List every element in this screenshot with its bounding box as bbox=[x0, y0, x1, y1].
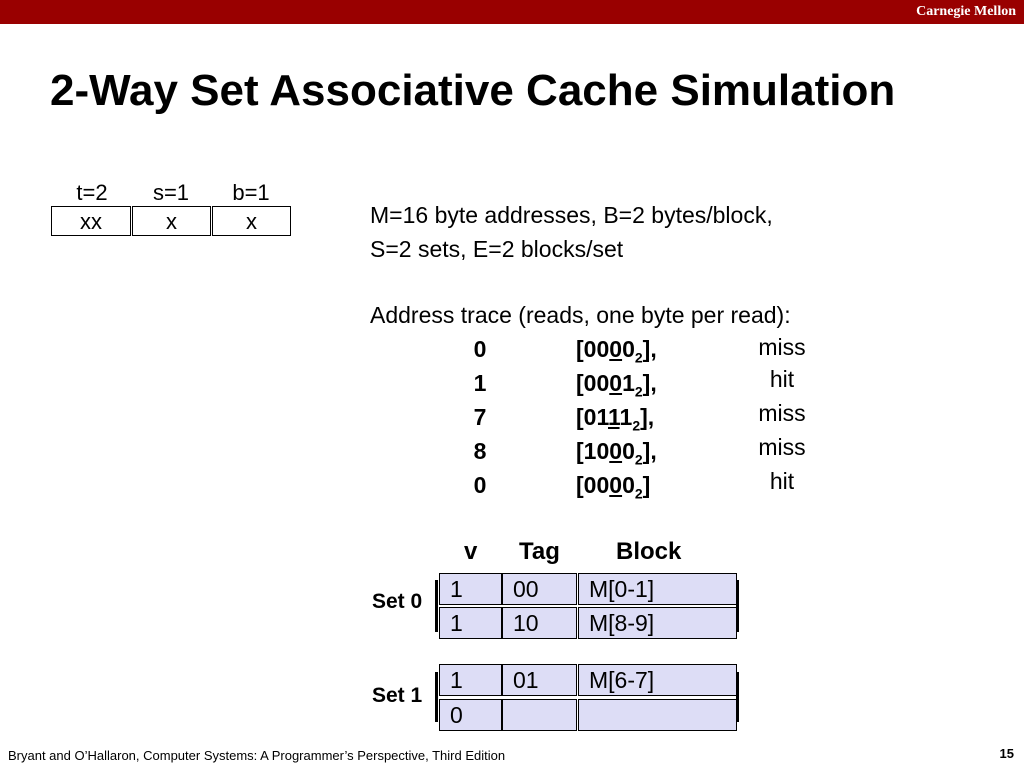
field-box-tag: xx bbox=[51, 206, 131, 236]
trace-bits-tag: 00 bbox=[583, 370, 610, 396]
trace-tail: ], bbox=[642, 336, 657, 362]
brand-text: Carnegie Mellon bbox=[916, 4, 1016, 19]
trace-tail: ], bbox=[640, 404, 655, 430]
trace-bits-set: 1 bbox=[608, 404, 620, 430]
trace-tail: ], bbox=[642, 370, 657, 396]
trace-bits-offset: 0 bbox=[622, 472, 635, 498]
trace-row: 0[00002], bbox=[0, 336, 1024, 370]
field-label-offset: b=1 bbox=[232, 180, 270, 205]
trace-tail: ], bbox=[642, 438, 657, 464]
field-box-offset: x bbox=[212, 206, 291, 236]
trace-tail: ] bbox=[642, 472, 651, 498]
set-1-line-0-block: M[6-7] bbox=[578, 664, 737, 696]
trace-bits-offset: 0 bbox=[622, 438, 635, 464]
set-1-line-0-valid: 1 bbox=[439, 664, 502, 696]
trace-bits-set: 0 bbox=[609, 472, 623, 498]
trace-address: 0 bbox=[473, 472, 487, 498]
trace-row: 1[00012], bbox=[0, 370, 1024, 404]
trace-bits-offset: 1 bbox=[619, 404, 633, 430]
set-0-line-1-tag: 10 bbox=[502, 607, 577, 639]
set-1-line-1-tag bbox=[502, 699, 577, 731]
trace-address: 0 bbox=[473, 336, 487, 362]
trace-bits-tag: 01 bbox=[583, 404, 608, 430]
trace-address: 1 bbox=[473, 370, 487, 396]
trace-heading: Address trace (reads, one byte per read)… bbox=[370, 302, 791, 328]
field-label-tag: t=2 bbox=[76, 180, 108, 205]
trace-address: 8 bbox=[473, 438, 487, 464]
slide-title: 2-Way Set Associative Cache Simulation bbox=[50, 66, 896, 115]
set-0-left-bracket bbox=[435, 580, 438, 632]
params-line-1: M=16 byte addresses, B=2 bytes/block, bbox=[370, 202, 773, 228]
trace-base: 2 bbox=[634, 451, 643, 468]
col-head-tag: Tag bbox=[519, 538, 560, 565]
trace-row: 8 [10002], bbox=[0, 438, 1024, 472]
cache-parameters: M=16 byte addresses, B=2 bytes/block, S=… bbox=[370, 198, 773, 266]
trace-address: 7 bbox=[473, 404, 487, 430]
trace-result: miss bbox=[758, 434, 806, 460]
trace-binary: [00002], bbox=[576, 336, 657, 366]
set-1-right-bracket bbox=[736, 672, 739, 722]
set-label-1: Set 1 bbox=[372, 684, 423, 707]
trace-binary: [00012], bbox=[576, 370, 657, 400]
field-box-set: x bbox=[132, 206, 211, 236]
footer-citation: Bryant and O’Hallaron, Computer Systems:… bbox=[8, 748, 506, 763]
trace-bits-offset: 0 bbox=[622, 336, 635, 362]
trace-bits-tag: 10 bbox=[583, 438, 610, 464]
trace-base: 2 bbox=[632, 417, 641, 434]
set-0-line-1-block: M[8-9] bbox=[578, 607, 737, 639]
page-number: 15 bbox=[999, 746, 1014, 761]
set-0-line-0-tag: 00 bbox=[502, 573, 577, 605]
set-1-line-1-valid: 0 bbox=[439, 699, 502, 731]
trace-binary: [01112], bbox=[576, 404, 655, 434]
trace-base: 2 bbox=[634, 349, 643, 366]
trace-binary: [10002], bbox=[576, 438, 657, 468]
header-bar: Carnegie Mellon bbox=[0, 0, 1024, 24]
trace-bits-offset: 1 bbox=[622, 370, 635, 396]
trace-result: hit bbox=[769, 468, 795, 494]
trace-row: 7 [01112], bbox=[0, 404, 1024, 438]
trace-result: miss bbox=[758, 334, 806, 360]
set-1-line-0-tag: 01 bbox=[502, 664, 577, 696]
set-0-line-0-block: M[0-1] bbox=[578, 573, 737, 605]
set-1-left-bracket bbox=[435, 672, 438, 722]
set-0-right-bracket bbox=[736, 580, 739, 632]
trace-result: hit bbox=[769, 366, 795, 392]
set-label-0: Set 0 bbox=[372, 590, 423, 613]
params-line-2: S=2 sets, E=2 blocks/set bbox=[370, 236, 624, 262]
trace-result: miss bbox=[758, 400, 806, 426]
field-label-set: s=1 bbox=[152, 180, 190, 205]
col-head-block: Block bbox=[616, 538, 682, 565]
trace-bits-set: 0 bbox=[609, 370, 623, 396]
trace-base: 2 bbox=[634, 485, 643, 502]
set-1-line-1-block bbox=[578, 699, 737, 731]
set-0-line-0-valid: 1 bbox=[439, 573, 502, 605]
trace-binary: [00002] bbox=[576, 472, 651, 502]
trace-bits-set: 0 bbox=[609, 336, 623, 362]
trace-row: 0[00002] bbox=[0, 472, 1024, 506]
trace-base: 2 bbox=[634, 383, 643, 400]
trace-bits-set: 0 bbox=[609, 438, 623, 464]
set-0-line-1-valid: 1 bbox=[439, 607, 502, 639]
trace-bits-tag: 00 bbox=[583, 472, 610, 498]
col-head-valid: v bbox=[464, 538, 478, 565]
trace-bits-tag: 00 bbox=[583, 336, 610, 362]
